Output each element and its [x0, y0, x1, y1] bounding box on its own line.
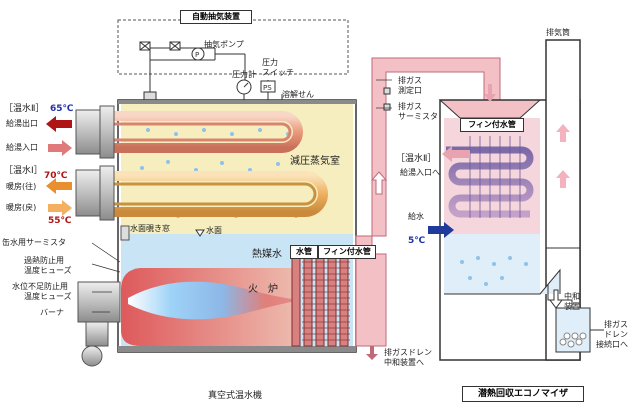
vent-piping — [149, 47, 283, 100]
fusible-plug-label: 溶解せん — [282, 90, 314, 99]
chimney — [545, 39, 581, 361]
economizer-coil — [446, 146, 534, 218]
valve-icon — [139, 41, 181, 51]
reduced-pressure-chamber-label: 減圧蒸気室 — [288, 156, 342, 168]
heating-out-label: 暖房(往) — [6, 182, 37, 191]
neutralizer-media — [559, 332, 587, 348]
pressure-switch-label-1: 圧力 — [262, 58, 278, 67]
pressure-switch-icon — [260, 80, 276, 93]
drain-connection-label-3: 接続口へ — [596, 340, 628, 349]
temp-5: 5℃ — [408, 236, 426, 246]
fin-lines — [302, 261, 350, 341]
hot-water-2-title: ［温水Ⅱ］ — [4, 104, 45, 114]
temp-55: 55℃ — [48, 216, 72, 226]
economizer-down-arrow-2 — [549, 289, 563, 309]
sight-window-icon — [120, 225, 130, 241]
sight-window-label: 水面覗き窓 — [130, 224, 170, 233]
burner-label: バーナ — [40, 308, 64, 317]
hot-water-2-out-arrow — [46, 116, 72, 132]
heating-return-arrow — [48, 200, 72, 216]
chimney-arrow-1 — [556, 124, 570, 142]
pressure-gauge-label: 圧力計 — [232, 70, 256, 79]
drain-connection-label-2: ドレン — [604, 330, 628, 339]
pump-icon — [191, 47, 205, 61]
chimney-label: 排気筒 — [546, 28, 570, 37]
condensate-droplets — [460, 256, 528, 286]
heating-return-label: 暖房(戻) — [6, 203, 37, 212]
economizer-hood — [438, 99, 542, 119]
exhaust-port-label-1: 排ガス — [398, 76, 422, 85]
hot-water-1-tubes — [100, 171, 328, 217]
exhaust-drain-label-1: 排ガスドレン — [384, 348, 432, 357]
water-level-label: 水面 — [206, 226, 222, 235]
neutralizer-label-2: 装置 — [564, 302, 580, 311]
heat-medium-label: 熱媒水 — [252, 249, 282, 260]
drain-connection-label-1: 排ガス — [604, 320, 628, 329]
hot-water-2-tubes — [100, 111, 303, 153]
hot-water-outlet-label: 給湯出口 — [6, 119, 38, 128]
boiler-caption: 真空式温水機 — [207, 391, 262, 401]
hot-water-inlet-label: 給湯入口 — [6, 143, 38, 152]
pressure-switch-label-2: スイッチ — [262, 68, 294, 77]
furnace-label: 火 炉 — [248, 284, 278, 295]
economizer-down-arrow — [484, 84, 496, 102]
burner — [77, 281, 121, 367]
lowwater-fuse-label-1: 水位不足防止用 — [12, 282, 68, 291]
header-flanges — [75, 105, 115, 221]
vacuum-pump-label: 抽気ポンプ — [204, 40, 244, 49]
svg-text:P: P — [195, 51, 199, 59]
hot-water-2-in-arrow — [48, 140, 72, 156]
feed-water-arrow — [428, 222, 454, 238]
to-hot-water-inlet-label: 給湯入口へ — [400, 168, 440, 177]
exhaust-drain-label-2: 中和装置へ — [384, 358, 424, 367]
temp-70: 70℃ — [44, 171, 68, 181]
water-level-marker — [195, 229, 205, 237]
exhaust-port-label-2: 測定口 — [398, 86, 422, 95]
overheat-fuse-label-2: 温度ヒューズ — [24, 266, 72, 275]
economizer-coil-rows — [469, 136, 521, 218]
economizer-out-arrow — [442, 146, 470, 162]
exhaust-thermistor-label-1: 排ガス — [398, 102, 422, 111]
heating-out-arrow — [46, 178, 72, 194]
flue-up-arrow — [370, 171, 388, 195]
hot-water-1-title: ［温水Ⅰ］ — [4, 166, 43, 176]
auto-vent-title: 自動抽気装置 — [180, 10, 252, 24]
exhaust-thermistor-label-2: サーミスタ — [398, 112, 438, 121]
flue-bottom-arrow — [366, 346, 378, 360]
overheat-fuse-label-1: 過熱防止用 — [24, 256, 64, 265]
water-tube-label: 水管 — [290, 245, 318, 259]
feed-water-label: 給水 — [408, 212, 424, 221]
neutralizer-label-1: 中和 — [564, 292, 580, 301]
fin-tube-bank — [291, 257, 349, 347]
flame — [128, 281, 300, 320]
leader-lines — [91, 79, 392, 313]
svg-text:PS: PS — [263, 84, 272, 92]
fin-tube-label: フィン付水管 — [318, 245, 376, 259]
thermistor-label: 缶水用サーミスタ — [2, 238, 66, 247]
temp-65: 65℃ — [50, 104, 74, 114]
hot-water-2-economizer-title: ［温水Ⅱ］ — [396, 154, 437, 164]
economizer-caption: 潜熱回収エコノマイザ — [462, 386, 584, 402]
lowwater-fuse-label-2: 温度ヒューズ — [24, 292, 72, 301]
economizer-fin-tube-label: フィン付水管 — [460, 118, 524, 132]
chimney-arrow-2 — [556, 170, 570, 188]
